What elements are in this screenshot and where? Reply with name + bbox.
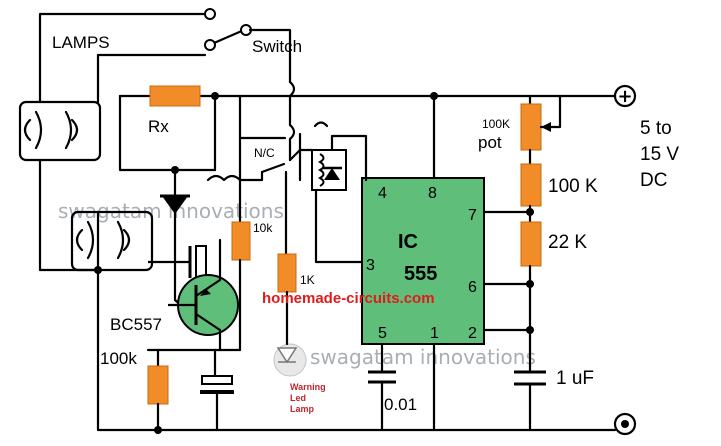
pin-7: 7 xyxy=(468,207,477,224)
pin-6: 6 xyxy=(468,279,477,296)
supply-line3: DC xyxy=(640,170,667,191)
supply-line1: 5 to xyxy=(640,118,672,139)
transistor-bc557 xyxy=(168,274,239,336)
r100k-label: 100 K xyxy=(548,176,598,197)
warning-line3: Lamp xyxy=(290,404,315,414)
ic-label-name: IC xyxy=(398,231,418,253)
diode-transistor xyxy=(162,196,188,214)
capacitor-base xyxy=(148,245,207,279)
cap-0-01-label: 0.01 xyxy=(384,395,417,414)
ic-555 xyxy=(361,177,485,345)
wire-ground xyxy=(96,268,617,432)
lamp-bottom xyxy=(70,210,154,272)
pot-value-label: 100K xyxy=(482,117,510,131)
lamp-top xyxy=(18,100,102,162)
plus-icon: + xyxy=(617,86,632,107)
capacitor-emitter xyxy=(200,348,234,432)
pin-3: 3 xyxy=(366,257,375,274)
warning-led xyxy=(276,347,298,364)
rx-label: Rx xyxy=(148,117,169,136)
pot-word-label: pot xyxy=(478,133,502,152)
resistor-100k-base xyxy=(147,365,169,405)
cap-1uf-label: 1 uF xyxy=(556,368,594,389)
positive-terminal xyxy=(613,84,637,108)
resistor-1k xyxy=(277,253,297,293)
watermark-bottom: swagatam innovations xyxy=(310,345,536,369)
ic-label-number: 555 xyxy=(404,263,437,285)
warning-line1: Warning xyxy=(290,382,326,392)
resistor-10k xyxy=(231,221,251,261)
r100k-base-label: 100k xyxy=(100,349,137,368)
potentiometer-100k xyxy=(520,103,542,151)
resistor-22k xyxy=(520,221,542,267)
pin-8: 8 xyxy=(428,185,437,202)
lamps-label: LAMPS xyxy=(52,33,110,52)
supply-line2: 15 V xyxy=(640,144,679,165)
pin-1: 1 xyxy=(430,325,439,342)
nc-label: N/C xyxy=(254,146,275,160)
resistor-rx xyxy=(149,85,201,107)
switch-label: Switch xyxy=(252,37,302,56)
r10k-label: 10k xyxy=(253,221,273,235)
capacitor-0-01 xyxy=(368,370,396,432)
relay xyxy=(298,121,368,264)
pin-4: 4 xyxy=(378,185,387,202)
pin-2: 2 xyxy=(468,325,477,342)
capacitor-1uf xyxy=(514,370,546,432)
resistor-100k xyxy=(520,163,542,207)
transistor-label: BC557 xyxy=(110,315,162,334)
wire-lamp-top xyxy=(38,12,210,104)
pin-5: 5 xyxy=(378,325,387,342)
website-label: homemade-circuits.com xyxy=(262,290,435,307)
warning-line2: Led xyxy=(290,393,306,403)
r22k-label: 22 K xyxy=(548,232,587,253)
switch xyxy=(204,8,252,51)
r1k-label: 1K xyxy=(300,273,315,287)
